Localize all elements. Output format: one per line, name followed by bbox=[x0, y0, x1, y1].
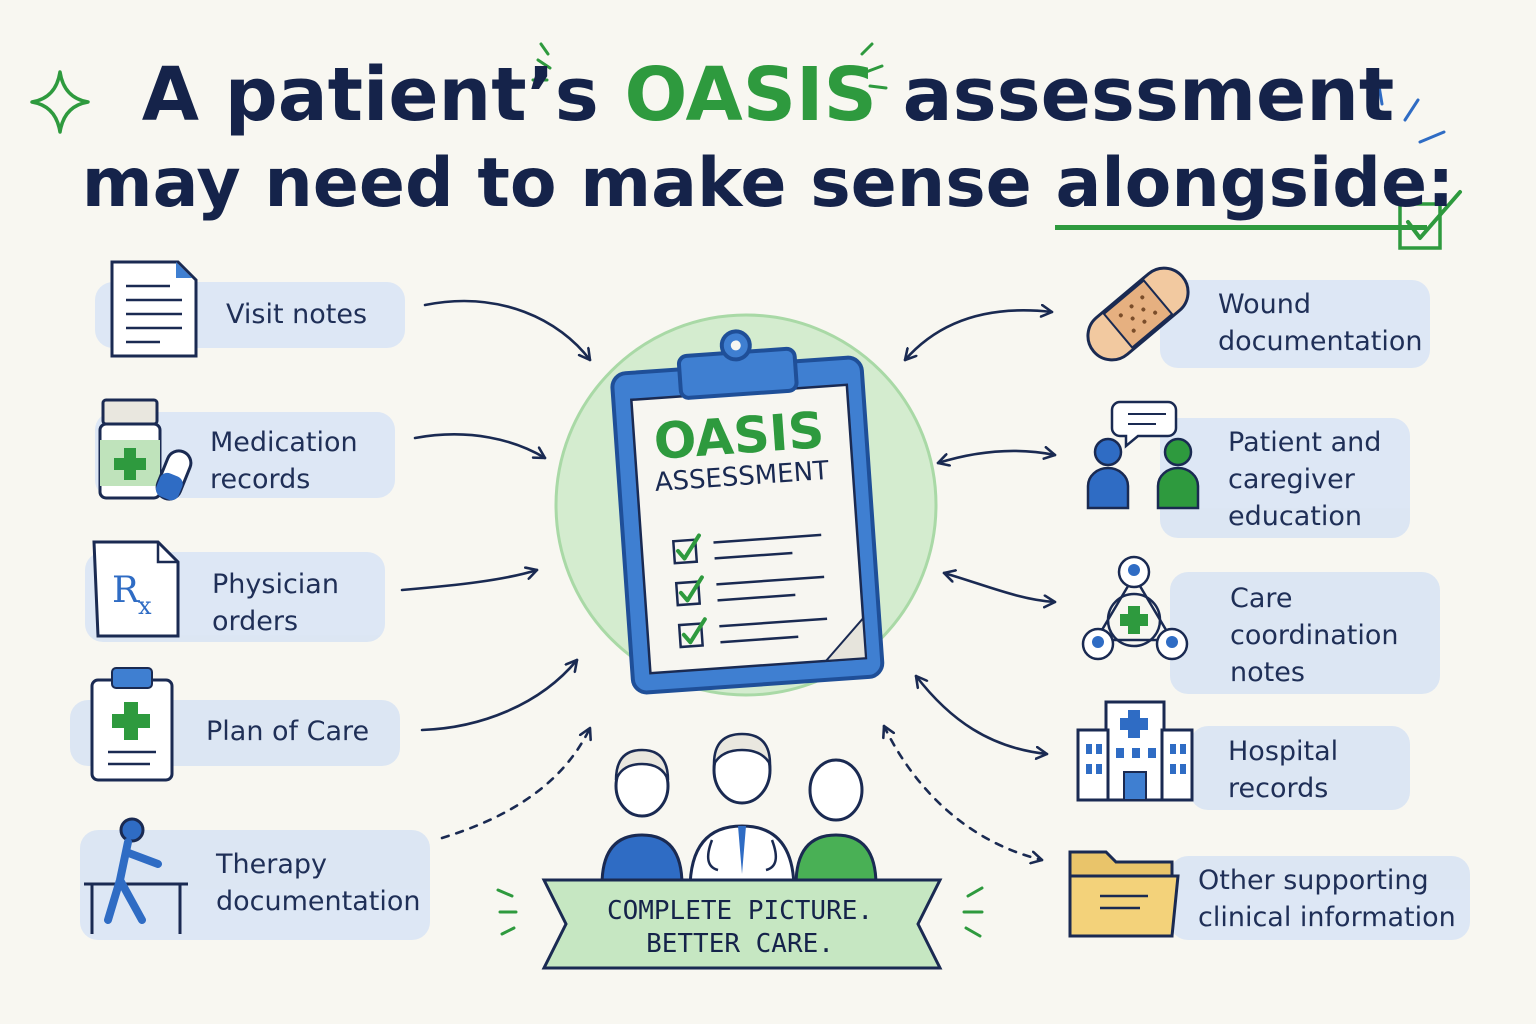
clipboard-icon bbox=[610, 329, 885, 695]
title-suffix: assessment bbox=[902, 52, 1395, 138]
care-team-icon bbox=[600, 732, 878, 892]
left-item-visit-notes: Visit notes bbox=[226, 299, 368, 330]
therapy-walker-icon bbox=[84, 817, 188, 934]
clipboard-cross-icon bbox=[90, 667, 174, 782]
sparkle-icon bbox=[30, 70, 90, 134]
blue-accent-marks-icon bbox=[1376, 78, 1446, 144]
slogan-banner bbox=[541, 878, 943, 970]
left-item-plan-of-care: Plan of Care bbox=[206, 716, 370, 747]
svg-text:R: R bbox=[112, 570, 140, 611]
checkbox-icon bbox=[1398, 190, 1462, 250]
banner-text: COMPLETE PICTURE. BETTER CARE. bbox=[560, 895, 920, 961]
right-item-wound-documentation: Wound documentation bbox=[1218, 289, 1423, 357]
hospital-icon bbox=[1076, 700, 1194, 802]
right-item-other-clinical-information: Other supporting clinical information bbox=[1198, 865, 1456, 933]
right-item-hospital-records: Hospital records bbox=[1228, 736, 1339, 804]
accent-marks-icon bbox=[531, 42, 888, 90]
left-item-therapy-documentation: Therapy documentation bbox=[216, 849, 421, 917]
svg-text:x: x bbox=[138, 592, 152, 620]
care-network-icon bbox=[1081, 555, 1189, 661]
center-assessment-title: OASIS ASSESSMENT bbox=[617, 401, 862, 501]
page-title-line-2: may need to make sense alongside: bbox=[0, 144, 1536, 230]
banner-line-2: BETTER CARE. bbox=[646, 929, 834, 959]
prescription-icon: R x bbox=[92, 540, 180, 638]
banner-accent-marks-icon bbox=[496, 886, 984, 938]
title-highlight-alongside: alongside bbox=[1055, 144, 1428, 230]
title-line-2-suffix: : bbox=[1427, 144, 1455, 223]
title-highlight-oasis: OASIS bbox=[624, 52, 877, 138]
left-arrows bbox=[400, 299, 590, 840]
conversation-icon bbox=[1086, 400, 1200, 510]
medication-bottle-icon bbox=[98, 398, 193, 501]
folder-icon bbox=[1068, 850, 1180, 938]
left-item-physician-orders: Physician orders bbox=[212, 569, 339, 637]
right-item-patient-caregiver-education: Patient and caregiver education bbox=[1228, 427, 1382, 532]
title-prefix: A patient’s bbox=[141, 52, 599, 138]
title-line-2-prefix: may need to make sense bbox=[81, 144, 1032, 223]
left-item-medication-records: Medication records bbox=[210, 427, 358, 495]
banner-line-1: COMPLETE PICTURE. bbox=[606, 896, 874, 926]
right-item-care-coordination-notes: Care coordination notes bbox=[1230, 583, 1399, 688]
bandage-icon bbox=[1086, 266, 1190, 362]
page-title-line-1: A patient’s OASIS assessment bbox=[0, 52, 1536, 138]
document-icon bbox=[110, 260, 198, 358]
right-arrows bbox=[884, 310, 1057, 860]
